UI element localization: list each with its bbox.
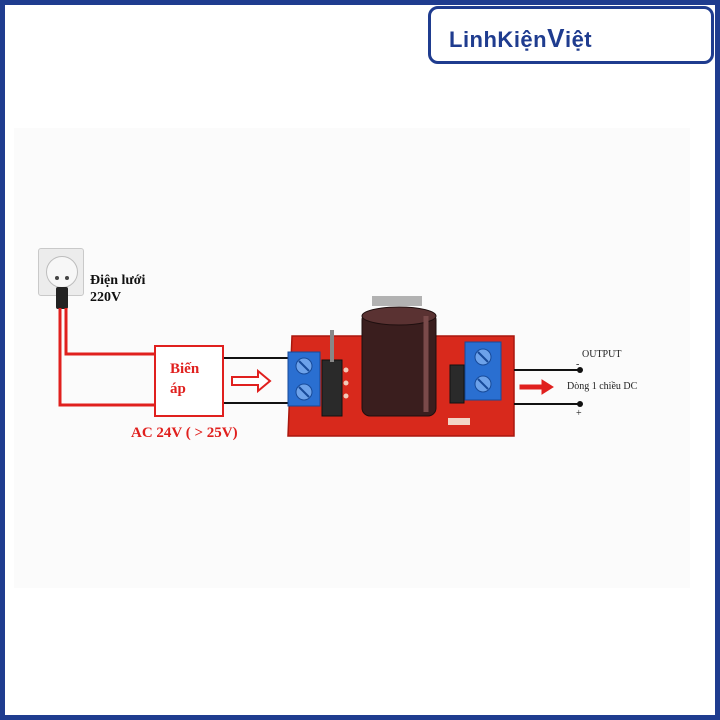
brand-logo-text: LinhKiệnViệt xyxy=(449,23,592,54)
socket-pin xyxy=(65,276,69,280)
minus-label: - xyxy=(576,359,580,370)
ac-input-label: AC 24V ( > 25V) xyxy=(131,425,238,441)
logo-text-part: LinhKiện xyxy=(449,27,548,52)
transformer-box xyxy=(154,345,224,417)
voltage-regulator xyxy=(449,364,465,404)
rectifier-board xyxy=(287,296,515,437)
socket-pin xyxy=(55,276,59,280)
mains-wire-1 xyxy=(58,308,154,407)
resistor xyxy=(448,418,470,425)
output-label: OUTPUT xyxy=(582,349,622,360)
transformer-label-1: Biến xyxy=(170,361,200,377)
dc-label: Dòng 1 chiều DC xyxy=(567,381,638,392)
output-terminal-dot xyxy=(577,401,583,407)
output-terminal-dot xyxy=(577,367,583,373)
mains-wire-2 xyxy=(64,308,154,356)
logo-v-mark: V xyxy=(547,23,565,53)
plus-label: + xyxy=(576,408,582,419)
transformer-label-2: áp xyxy=(170,381,186,397)
mains-label-1: Điện lưới xyxy=(90,273,146,288)
plug-icon xyxy=(56,287,68,309)
logo-text-end: iệt xyxy=(564,27,593,52)
input-arrow-icon xyxy=(231,368,272,394)
brand-logo: LinhKiệnViệt xyxy=(428,6,714,64)
mains-label-2: 220V xyxy=(90,290,122,305)
bridge-rectifier xyxy=(321,359,343,417)
output-arrow-icon xyxy=(519,379,554,395)
